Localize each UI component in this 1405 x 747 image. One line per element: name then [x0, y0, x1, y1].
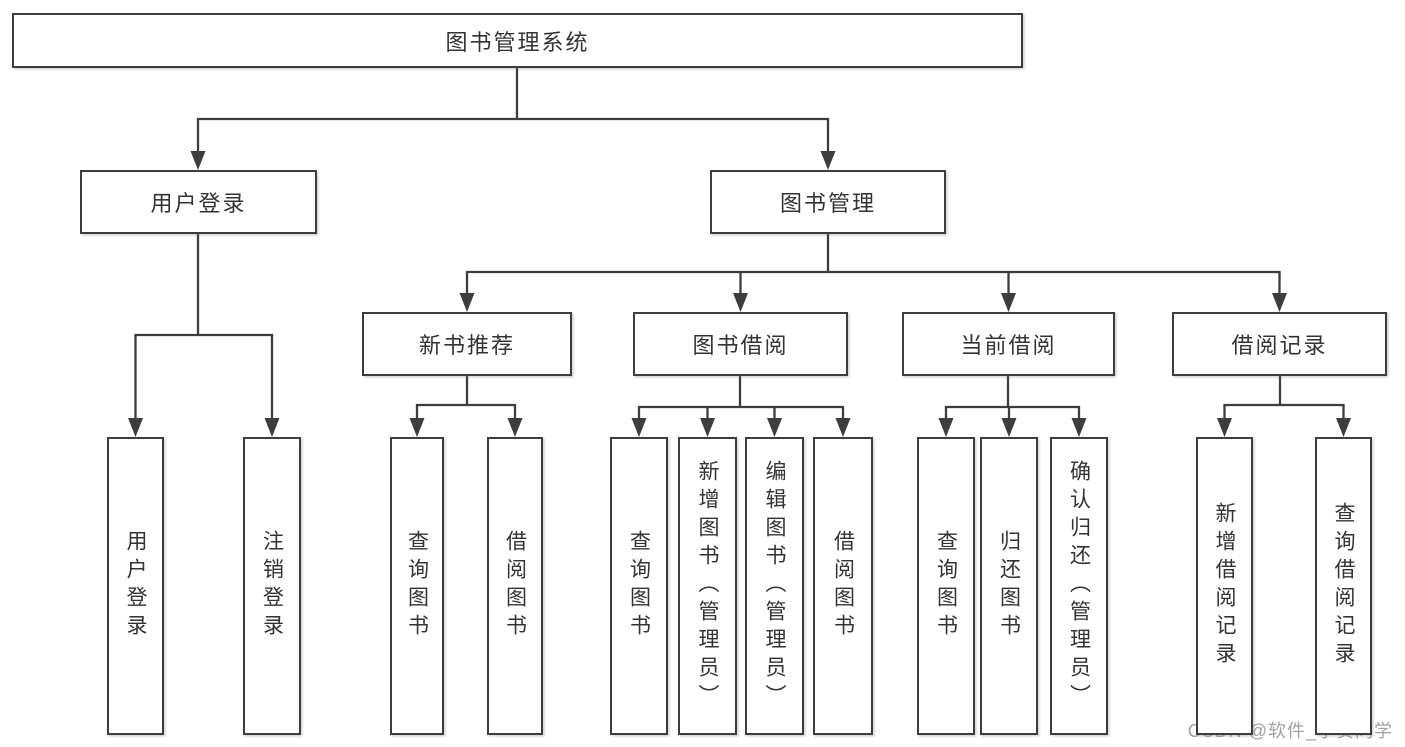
node-leaf-borrow-book-rec: 借阅图书	[487, 437, 543, 735]
node-book-borrow: 图书借阅	[633, 312, 848, 376]
node-user-login: 用户登录	[80, 170, 317, 234]
arrowhead-down-icon	[1272, 293, 1287, 312]
node-label-leaf-return-book: 归还图书	[997, 530, 1021, 642]
node-leaf-logout: 注销登录	[243, 437, 301, 735]
arrowhead-down-icon	[767, 418, 782, 437]
node-book-management: 图书管理	[710, 170, 946, 234]
node-leaf-query-borrow-record: 查询借阅记录	[1315, 437, 1372, 735]
arrowhead-down-icon	[507, 418, 523, 437]
node-label-book-borrow: 图书借阅	[692, 333, 789, 358]
arrowhead-down-icon	[409, 418, 425, 437]
node-leaf-user-login: 用户登录	[107, 437, 164, 735]
node-label-leaf-logout: 注销登录	[260, 530, 284, 642]
node-label-leaf-borrow-book-rec: 借阅图书	[503, 530, 527, 642]
node-leaf-edit-book-admin: 编辑图书（管理员）	[745, 437, 804, 735]
node-label-current-borrow: 当前借阅	[960, 333, 1057, 358]
arrowhead-down-icon	[190, 151, 206, 170]
arrowhead-down-icon	[1336, 418, 1351, 437]
arrowhead-down-icon	[820, 151, 836, 170]
arrowhead-down-icon	[1001, 418, 1017, 437]
node-leaf-borrow-book-2: 借阅图书	[813, 437, 873, 735]
node-label-book-management: 图书管理	[779, 191, 876, 216]
arrowhead-down-icon	[631, 418, 647, 437]
node-new-book-recommend: 新书推荐	[362, 312, 572, 376]
arrowhead-down-icon	[459, 293, 475, 312]
node-leaf-confirm-return-admin: 确认归还（管理员）	[1050, 437, 1108, 735]
node-root: 图书管理系统	[12, 13, 1023, 68]
node-leaf-query-book-rec: 查询图书	[390, 437, 444, 735]
node-label-leaf-user-login: 用户登录	[124, 530, 147, 642]
node-label-leaf-confirm-return-admin: 确认归还（管理员）	[1067, 460, 1091, 712]
node-leaf-return-book: 归还图书	[980, 437, 1038, 735]
node-label-borrow-records: 借阅记录	[1231, 333, 1328, 358]
node-label-leaf-add-book-admin: 新增图书（管理员）	[696, 460, 719, 712]
arrowhead-down-icon	[700, 418, 715, 437]
node-label-leaf-query-book-rec: 查询图书	[405, 530, 429, 642]
arrowhead-down-icon	[1001, 293, 1016, 312]
node-current-borrow: 当前借阅	[902, 312, 1115, 376]
node-leaf-query-book-borrow: 查询图书	[610, 437, 668, 735]
arrowhead-down-icon	[938, 418, 954, 437]
node-label-leaf-query-book-borrow: 查询图书	[627, 530, 651, 642]
arrowhead-down-icon	[1217, 418, 1232, 437]
arrowhead-down-icon	[128, 418, 143, 437]
node-label-leaf-edit-book-admin: 编辑图书（管理员）	[763, 460, 786, 712]
node-leaf-add-borrow-record: 新增借阅记录	[1196, 437, 1253, 735]
arrowhead-down-icon	[733, 293, 748, 312]
node-label-leaf-borrow-book-2: 借阅图书	[831, 530, 855, 642]
node-label-user-login: 用户登录	[150, 191, 247, 216]
node-leaf-query-book-current: 查询图书	[917, 437, 975, 735]
node-label-leaf-query-book-current: 查询图书	[934, 530, 958, 642]
node-label-leaf-add-borrow-record: 新增借阅记录	[1213, 502, 1236, 670]
arrowhead-down-icon	[264, 418, 280, 437]
arrowhead-down-icon	[1071, 418, 1087, 437]
node-label-new-book-recommend: 新书推荐	[418, 333, 515, 358]
arrowhead-down-icon	[835, 418, 851, 437]
node-label-root: 图书管理系统	[445, 29, 590, 55]
node-leaf-add-book-admin: 新增图书（管理员）	[678, 437, 737, 735]
node-label-leaf-query-borrow-record: 查询借阅记录	[1332, 502, 1355, 670]
node-borrow-records: 借阅记录	[1172, 312, 1387, 376]
